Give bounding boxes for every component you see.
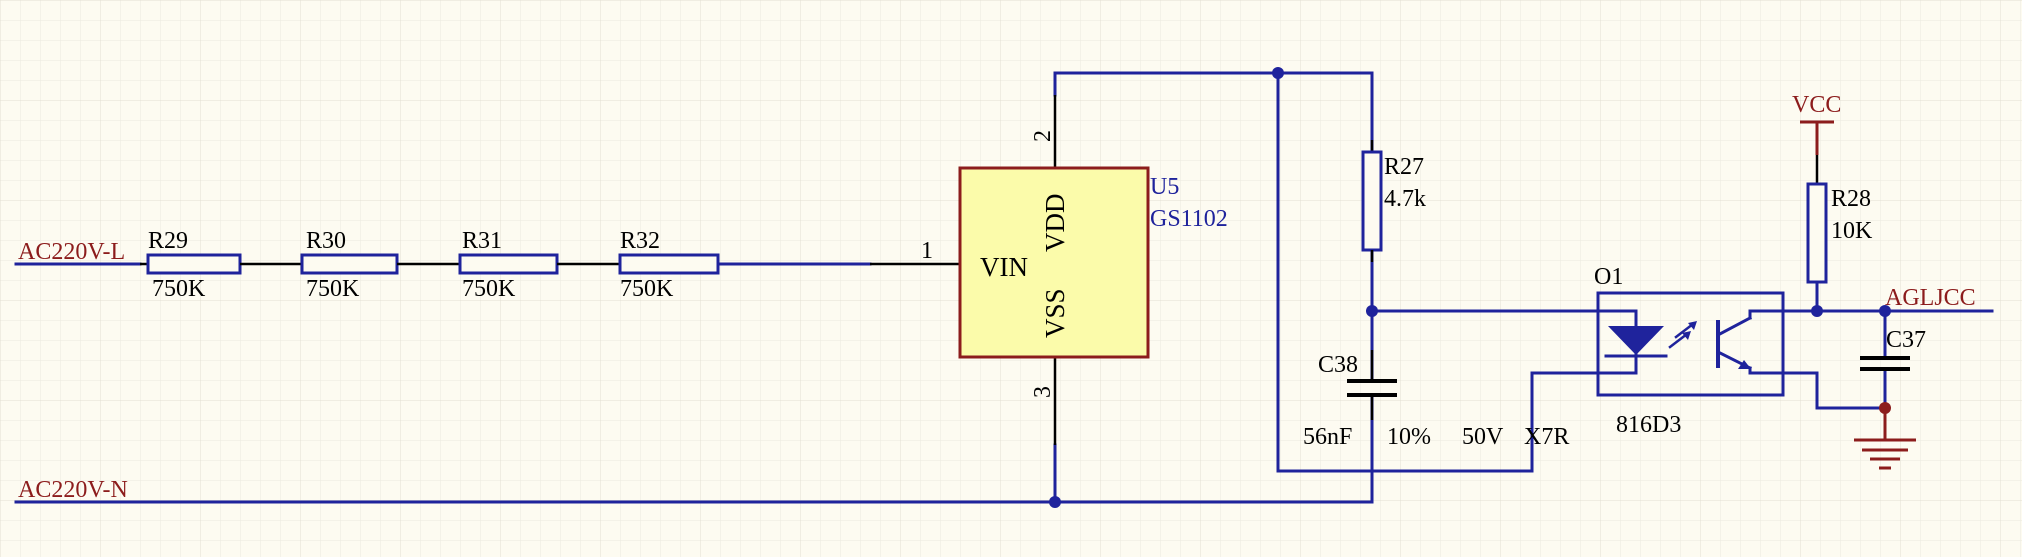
net-label-vcc: VCC	[1792, 92, 1841, 118]
ic-ref: U5	[1150, 174, 1179, 200]
junction-dot	[1272, 67, 1284, 79]
optocoupler-ref: O1	[1594, 264, 1623, 290]
resistor-r28[interactable]: R28 10K	[1806, 155, 1873, 284]
junction-dot	[1049, 496, 1061, 508]
resistor-r27[interactable]: R27 4.7k	[1361, 140, 1426, 262]
net-label-agljcc: AGLJCC	[1885, 285, 1976, 311]
led-diode-icon	[1608, 326, 1664, 355]
junction-dot	[1879, 305, 1891, 317]
pin-label-vss: VSS	[1040, 288, 1070, 338]
pin-number-1: 1	[921, 238, 933, 264]
net-label-ac220v-l: AC220V-L	[18, 239, 125, 265]
net-label-ac220v-n: AC220V-N	[18, 477, 128, 503]
resistor-ref: R29	[148, 228, 188, 254]
resistor-ref: R31	[462, 228, 502, 254]
resistor-r32[interactable]: R32 750K	[618, 228, 720, 302]
junction-dot	[1811, 305, 1823, 317]
resistor-ref: R28	[1831, 186, 1871, 212]
resistor-ref: R27	[1384, 154, 1424, 180]
capacitor-ref: C37	[1886, 327, 1926, 353]
capacitor-value: 56nF	[1303, 424, 1352, 450]
emitter-arrow-icon	[1738, 360, 1751, 369]
optocoupler-o1[interactable]: O1 816D3	[1594, 264, 1785, 438]
ic-u5[interactable]: 1 2 3 VIN VDD VSS U5 GS1102	[870, 95, 1228, 445]
optocoupler-part: 816D3	[1616, 412, 1681, 438]
pin-label-vdd: VDD	[1040, 194, 1070, 253]
resistor-value: 750K	[152, 276, 206, 302]
resistor-value: 750K	[620, 276, 674, 302]
ic-body	[958, 166, 1150, 359]
capacitor-dielectric: X7R	[1524, 424, 1569, 450]
capacitor-ref: C38	[1318, 352, 1358, 378]
junctions	[1049, 67, 1891, 508]
junction-dot	[1366, 305, 1378, 317]
resistor-value: 750K	[462, 276, 516, 302]
capacitor-tolerance: 10%	[1387, 424, 1431, 450]
resistor-ref: R32	[620, 228, 660, 254]
resistor-ref: R30	[306, 228, 346, 254]
resistor-r31[interactable]: R31 750K	[458, 228, 620, 302]
resistor-value: 750K	[306, 276, 360, 302]
resistor-r29[interactable]: R29 750K	[140, 228, 302, 302]
optocoupler-body	[1596, 291, 1785, 397]
pin-number-2: 2	[1030, 130, 1056, 142]
ground-icon[interactable]	[1854, 408, 1916, 470]
capacitor-c37[interactable]: C37	[1860, 327, 1926, 371]
resistor-value: 10K	[1831, 218, 1873, 244]
pin-number-3: 3	[1030, 386, 1056, 398]
ic-part: GS1102	[1150, 206, 1228, 232]
pin-label-vin: VIN	[980, 252, 1028, 282]
capacitor-c38[interactable]: C38 56nF 10% 50V X7R	[1303, 350, 1569, 450]
light-emission-icon	[1668, 321, 1697, 349]
resistor-r30[interactable]: R30 750K	[300, 228, 460, 302]
capacitor-voltage: 50V	[1462, 424, 1504, 450]
vcc-power-port[interactable]: VCC	[1792, 92, 1841, 155]
resistor-value: 4.7k	[1384, 186, 1426, 212]
